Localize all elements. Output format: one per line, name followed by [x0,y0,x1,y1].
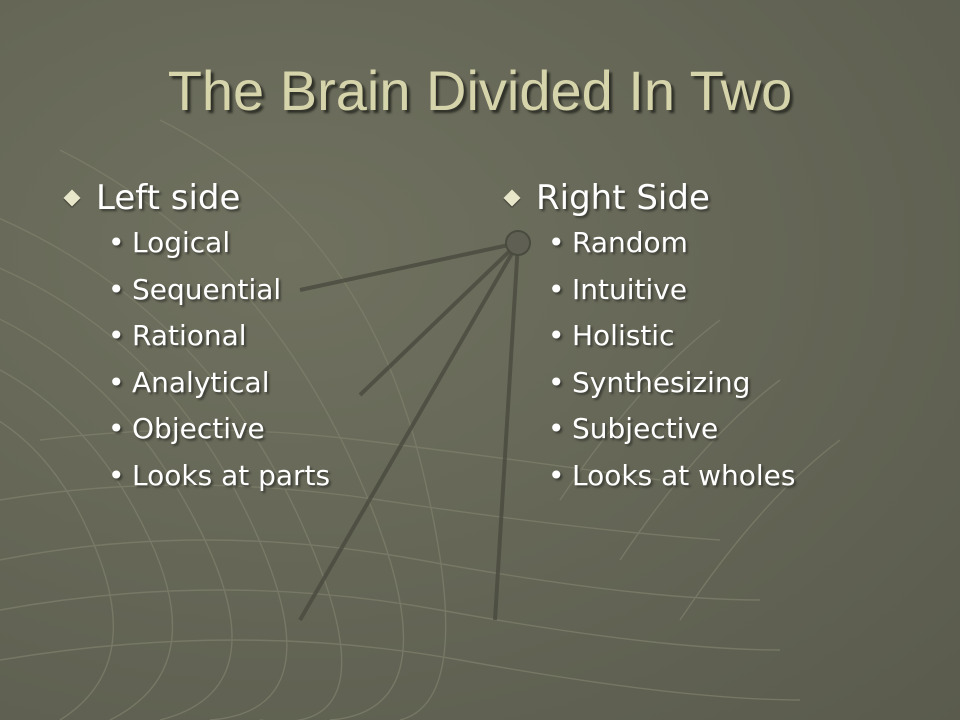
list-item: •Rational [108,313,330,360]
list-item: •Random [548,220,795,267]
list-item: •Holistic [548,313,795,360]
right-heading-label: Right Side [536,178,710,218]
dot-icon: • [108,319,125,352]
dot-icon: • [108,365,125,399]
right-list: •Random •Intuitive •Holistic •Synthesizi… [498,220,795,499]
list-item: •Intuitive [548,267,795,314]
dot-icon: • [548,458,565,492]
grid-lines [0,119,841,720]
right-column: Right Side •Random •Intuitive •Holistic … [498,176,795,499]
list-item: •Logical [108,220,330,267]
dot-icon: • [108,226,125,259]
left-heading: Left side [58,176,330,220]
list-item: •Looks at wholes [548,453,795,500]
dot-icon: • [548,319,565,352]
dot-icon: • [548,365,565,399]
diamond-icon [503,189,521,207]
slide-title: The Brain Divided In Two [167,59,793,122]
left-list: •Logical •Sequential •Rational •Analytic… [58,220,330,499]
beam-lines [298,241,520,622]
list-item: •Sequential [108,267,330,314]
left-column: Left side •Logical •Sequential •Rational… [58,176,330,499]
list-item: •Looks at parts [108,453,330,500]
dot-icon: • [548,412,565,445]
right-heading: Right Side [498,176,795,220]
dot-icon: • [548,226,565,259]
dot-icon: • [548,272,565,306]
left-heading-label: Left side [96,178,241,218]
list-item: •Subjective [548,406,795,453]
dot-icon: • [108,458,125,492]
list-item: •Objective [108,406,330,453]
dot-icon: • [108,412,125,445]
list-item: •Synthesizing [548,360,795,407]
list-item: •Analytical [108,360,330,407]
node-icon [505,230,531,256]
dot-icon: • [108,272,125,306]
diamond-icon [63,189,81,207]
